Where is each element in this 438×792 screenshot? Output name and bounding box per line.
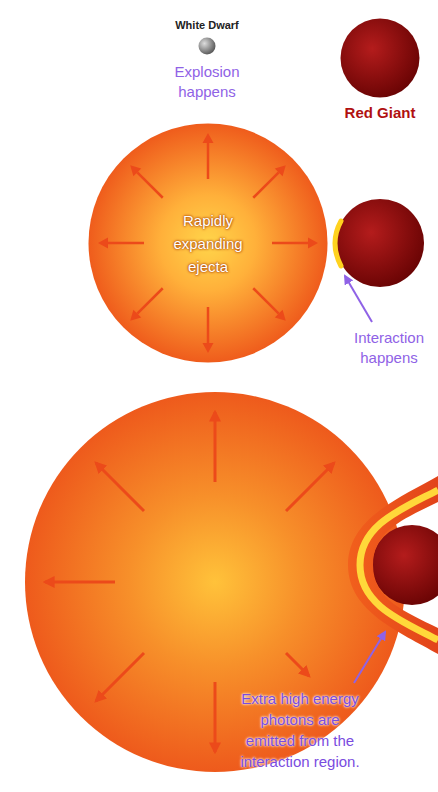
expansion-arrow <box>214 682 217 752</box>
white-dwarf-star: White Dwarf <box>198 37 216 55</box>
expansion-arrow <box>286 653 309 676</box>
ejecta-sphere: Rapidly expanding ejecta <box>88 123 328 363</box>
expansion-arrow <box>207 143 210 179</box>
expansion-arrow <box>96 653 144 701</box>
leader-arrow <box>354 632 385 683</box>
leader-arrow <box>345 276 372 322</box>
note-label: Extra high energy photons are emitted fr… <box>234 688 366 772</box>
node-label: Rapidly expanding ejecta <box>153 209 263 278</box>
expansion-arrow <box>45 581 115 584</box>
arrow-head <box>203 133 214 143</box>
bow-shock-inner <box>360 490 438 640</box>
node-label: Red Giant <box>345 104 416 121</box>
arrow-head <box>275 310 286 321</box>
arrow-head <box>130 310 141 321</box>
bow-shock <box>348 476 438 654</box>
expansion-arrow <box>253 172 278 197</box>
arrow-head <box>98 238 108 249</box>
interaction-crescent <box>335 221 341 266</box>
expansion-arrow <box>108 242 144 245</box>
arrow-head <box>130 165 141 176</box>
red-giant-star <box>336 199 424 287</box>
arrow-head <box>275 165 286 176</box>
expansion-arrow <box>137 288 162 313</box>
expansion-arrow <box>207 307 210 343</box>
ejecta-disc <box>89 124 328 363</box>
expansion-arrow <box>214 412 217 482</box>
expansion-arrows <box>98 133 318 353</box>
arrow-head <box>203 343 214 353</box>
ejecta-sphere <box>25 392 405 772</box>
event-label: Explosion happens <box>157 62 257 102</box>
red-giant-disc <box>341 19 420 98</box>
red-giant-star-shape <box>340 18 420 98</box>
expansion-arrow <box>96 463 144 511</box>
arrow-head <box>308 238 318 249</box>
expansion-arrow <box>272 242 308 245</box>
expansion-arrow <box>137 172 162 197</box>
white-dwarf-star-shape <box>198 37 216 55</box>
white-dwarf-disc <box>199 38 216 55</box>
expansion-arrow <box>286 463 334 511</box>
red-giant-star: Red Giant <box>340 18 420 98</box>
node-label: White Dwarf <box>175 19 239 31</box>
expansion-arrow <box>253 288 278 313</box>
event-label: Interaction happens <box>343 328 435 368</box>
